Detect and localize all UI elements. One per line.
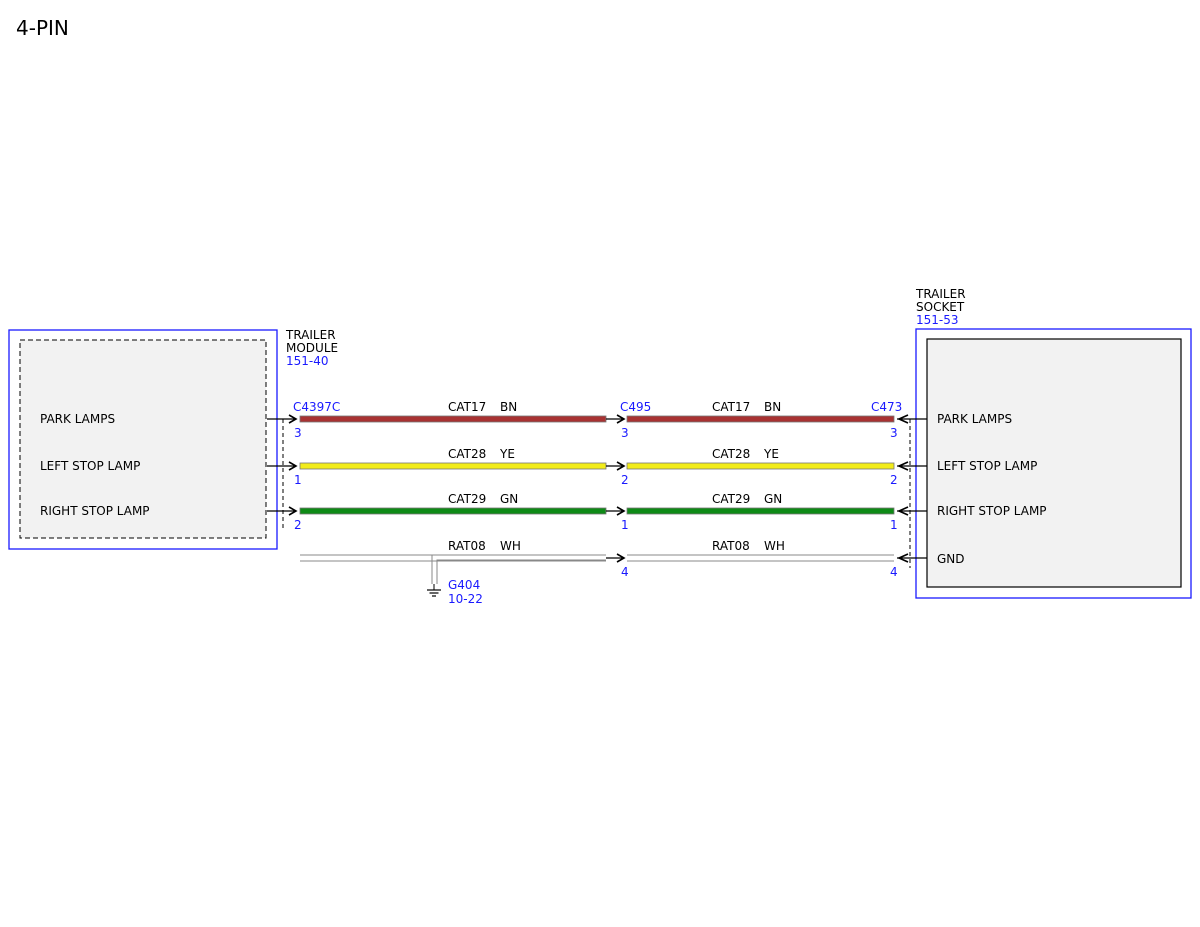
circuit-label-rat08-seg2: RAT08 (712, 539, 750, 553)
socket-pin-number-cat29: 1 (890, 518, 898, 532)
circuit-label-cat29-seg1: CAT29 (448, 492, 486, 506)
module-pin-label-park-lamps: PARK LAMPS (40, 412, 115, 426)
circuit-label-cat17-seg1: CAT17 (448, 400, 486, 414)
connector-c473-label: C473 (871, 400, 902, 414)
trailer-socket-name-line2: SOCKET (916, 300, 965, 314)
trailer-module-ref: 151-40 (286, 354, 329, 368)
trailer-socket-name-line1: TRAILER (915, 287, 966, 301)
circuit-label-cat28-seg2: CAT28 (712, 447, 750, 461)
color-label-rat08-seg1: WH (500, 539, 521, 553)
socket-arrow-cat29 (897, 506, 909, 516)
inline-pin-number-cat28: 2 (621, 473, 629, 487)
color-label-cat29-seg1: GN (500, 492, 518, 506)
color-label-cat17-seg1: BN (500, 400, 517, 414)
ground-ref: 10-22 (448, 592, 483, 606)
page-title: 4-PIN (16, 16, 69, 40)
trailer-socket-inner-box (926, 338, 1182, 588)
connector-c495-label: C495 (620, 400, 651, 414)
wire-cat28-seg2 (626, 462, 895, 470)
socket-pin-number-cat28: 2 (890, 473, 898, 487)
wire-cat28-seg1 (299, 462, 607, 470)
socket-arrow-rat08 (897, 553, 909, 563)
color-label-cat29-seg2: GN (764, 492, 782, 506)
inline-pin-number-rat08: 4 (621, 565, 629, 579)
ground-icon (427, 584, 441, 597)
socket-pin-number-rat08: 4 (890, 565, 898, 579)
trailer-module-name-line1: TRAILER (285, 328, 336, 342)
wire-cat29-seg1 (299, 507, 607, 515)
trailer-socket-ref: 151-53 (916, 313, 959, 327)
color-label-cat17-seg2: BN (764, 400, 781, 414)
ground-g404: G404 10-22 (427, 554, 606, 606)
trailer-module-name-line2: MODULE (286, 341, 338, 355)
module-pin-number-cat29: 2 (294, 518, 302, 532)
module-pin-number-cat17: 3 (294, 426, 302, 440)
wire-cat29-seg2 (626, 507, 895, 515)
module-pin-number-cat28: 1 (294, 473, 302, 487)
circuit-label-cat29-seg2: CAT29 (712, 492, 750, 506)
socket-pin-label-right-stop-lamp: RIGHT STOP LAMP (937, 504, 1047, 518)
socket-pin-label-park-lamps: PARK LAMPS (937, 412, 1012, 426)
trailer-module-inner-box (19, 339, 267, 539)
ground-wire-inner (436, 559, 606, 584)
connector-c4397c-label: C4397C (293, 400, 340, 414)
ground-name: G404 (448, 578, 480, 592)
socket-arrow-cat28 (897, 461, 909, 471)
module-pin-label-left-stop-lamp: LEFT STOP LAMP (40, 459, 140, 473)
color-label-rat08-seg2: WH (764, 539, 785, 553)
wire-cat17-seg2 (626, 415, 895, 423)
socket-pin-label-left-stop-lamp: LEFT STOP LAMP (937, 459, 1037, 473)
circuit-label-rat08-seg1: RAT08 (448, 539, 486, 553)
color-label-cat28-seg2: YE (763, 447, 779, 461)
inline-pin-number-cat17: 3 (621, 426, 629, 440)
inline-pin-number-cat29: 1 (621, 518, 629, 532)
socket-arrow-cat17 (897, 414, 909, 424)
socket-pin-label-gnd: GND (937, 552, 965, 566)
circuit-label-cat28-seg1: CAT28 (448, 447, 486, 461)
socket-pin-number-cat17: 3 (890, 426, 898, 440)
circuit-label-cat17-seg2: CAT17 (712, 400, 750, 414)
module-pin-label-right-stop-lamp: RIGHT STOP LAMP (40, 504, 150, 518)
color-label-cat28-seg1: YE (499, 447, 515, 461)
ground-wire (431, 554, 606, 584)
wire-cat17-seg1 (299, 415, 607, 423)
